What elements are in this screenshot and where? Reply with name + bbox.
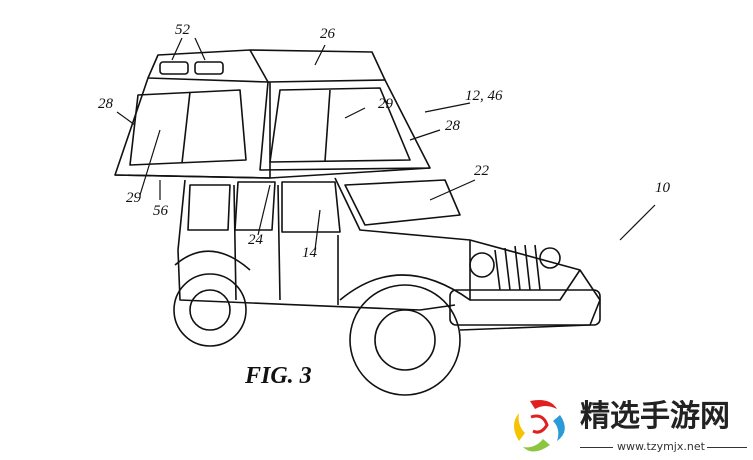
watermark-divider-left <box>580 447 613 448</box>
label-52: 52 <box>175 22 190 38</box>
label-29-front: 29 <box>378 96 393 112</box>
label-29-left: 29 <box>126 190 141 206</box>
watermark-url: www.tzymjx.net <box>617 440 705 453</box>
label-26: 26 <box>320 26 335 42</box>
leader-lines <box>116 37 656 251</box>
label-56: 56 <box>153 203 168 219</box>
wheels <box>173 250 471 396</box>
watermark-title: 精选手游网 <box>580 399 730 434</box>
label-28-right: 28 <box>445 118 460 134</box>
label-28-left: 28 <box>98 96 113 112</box>
label-10: 10 <box>655 180 670 196</box>
watermark: 精选手游网 www.tzymjx.net <box>505 395 750 457</box>
figure-caption: FIG. 3 <box>245 363 312 389</box>
label-22: 22 <box>474 163 489 179</box>
label-14: 14 <box>302 245 317 261</box>
jeep-body <box>177 177 601 331</box>
watermark-divider-right <box>707 447 747 448</box>
camper-shell <box>114 49 431 179</box>
label-24: 24 <box>248 232 263 248</box>
label-12-46: 12, 46 <box>465 88 503 104</box>
watermark-logo-icon <box>514 400 565 452</box>
